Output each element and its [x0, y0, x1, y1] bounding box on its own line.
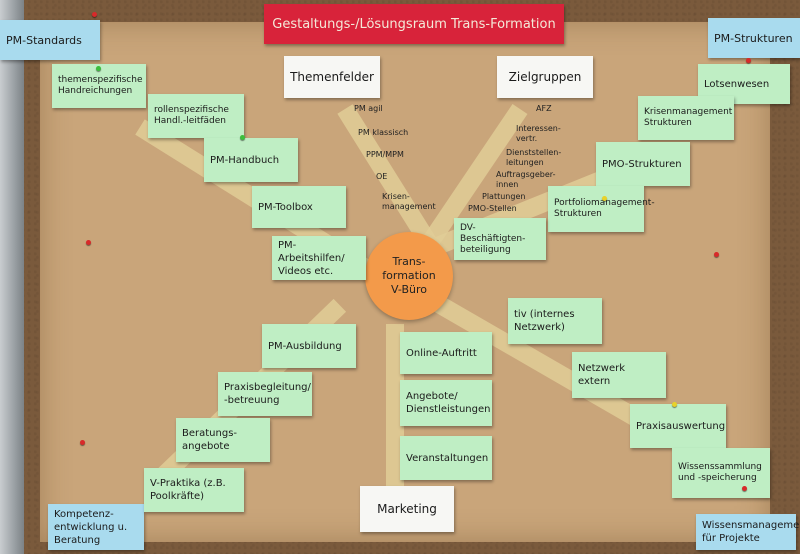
- marketing-card: Marketing: [360, 486, 454, 532]
- right-card: PMO-Strukturen: [596, 142, 690, 186]
- push-pin: [742, 486, 747, 491]
- themenfelder-item: Krisen-management: [382, 192, 436, 211]
- themenfelder-item: PPM/MPM: [366, 150, 404, 159]
- themenfelder-item: PM agil: [354, 104, 383, 113]
- hub-line: formation: [382, 269, 436, 282]
- left-card: Beratungs-angebote: [176, 418, 270, 462]
- left-card: rollenspezifische Handl.-leitfäden: [148, 94, 244, 138]
- zielgruppen-card: Zielgruppen: [497, 56, 593, 98]
- wissensmanagement-card: Wissensmanagement für Projekte: [696, 514, 800, 550]
- zielgruppen-item: Dienststellen-leitungen: [506, 148, 562, 167]
- board-rail: [0, 0, 24, 554]
- push-pin: [714, 252, 719, 257]
- kompetenz-card: Kompetenz-entwicklung u. Beratung: [48, 504, 144, 550]
- right-card: DV-Beschäftigten-beteiligung: [454, 218, 546, 260]
- themenfelder-item: OE: [376, 172, 388, 181]
- title-card: Gestaltungs-/Lösungsraum Trans-Formation: [264, 4, 564, 44]
- left-card: Praxisbegleitung/ -betreuung: [218, 372, 312, 416]
- pm-standards-card: PM-Standards: [0, 20, 100, 60]
- right-card: Portfoliomanagement-Strukturen: [548, 186, 655, 232]
- push-pin: [672, 402, 677, 407]
- themenfelder-card: Themenfelder: [284, 56, 380, 98]
- right-card: tiv (internes Netzwerk): [508, 298, 602, 344]
- left-card: V-Praktika (z.B. Poolkräfte): [144, 468, 244, 512]
- left-card: PM-Ausbildung: [262, 324, 356, 368]
- right-card: Krisenmanagement Strukturen: [638, 96, 734, 140]
- right-card: Wissenssammlung und -speicherung: [672, 448, 770, 498]
- center-hub: Trans- formation V-Büro: [365, 232, 453, 320]
- zielgruppen-item: Auftragsgeber-innen: [496, 170, 556, 189]
- zielgruppen-item: Plattungen: [482, 192, 526, 201]
- zielgruppen-item: AFZ: [536, 104, 552, 113]
- push-pin: [746, 58, 751, 63]
- zielgruppen-item: Interessen-vertr.: [516, 124, 561, 143]
- push-pin: [86, 240, 91, 245]
- hub-line: Trans-: [392, 255, 426, 268]
- right-card: Praxisauswertung: [630, 404, 726, 448]
- push-pin: [92, 12, 97, 17]
- push-pin: [96, 66, 101, 71]
- center-card: Veranstaltungen: [400, 436, 492, 480]
- hub-line: V-Büro: [391, 283, 427, 296]
- push-pin: [240, 135, 245, 140]
- pm-strukturen-card: PM-Strukturen: [708, 18, 800, 58]
- push-pin: [602, 196, 607, 201]
- center-card: Online-Auftritt: [400, 332, 492, 374]
- left-card: PM-Toolbox: [252, 186, 346, 228]
- center-card: Angebote/ Dienstleistungen: [400, 380, 492, 426]
- left-card: PM-Handbuch: [204, 138, 298, 182]
- themenfelder-item: PM klassisch: [358, 128, 409, 137]
- zielgruppen-item: PMO-Stellen: [468, 204, 517, 213]
- push-pin: [80, 440, 85, 445]
- left-card: PM-Arbeitshilfen/ Videos etc.: [272, 236, 366, 280]
- left-card: themenspezifische Handreichungen: [52, 64, 146, 108]
- right-card: Netzwerk extern: [572, 352, 666, 398]
